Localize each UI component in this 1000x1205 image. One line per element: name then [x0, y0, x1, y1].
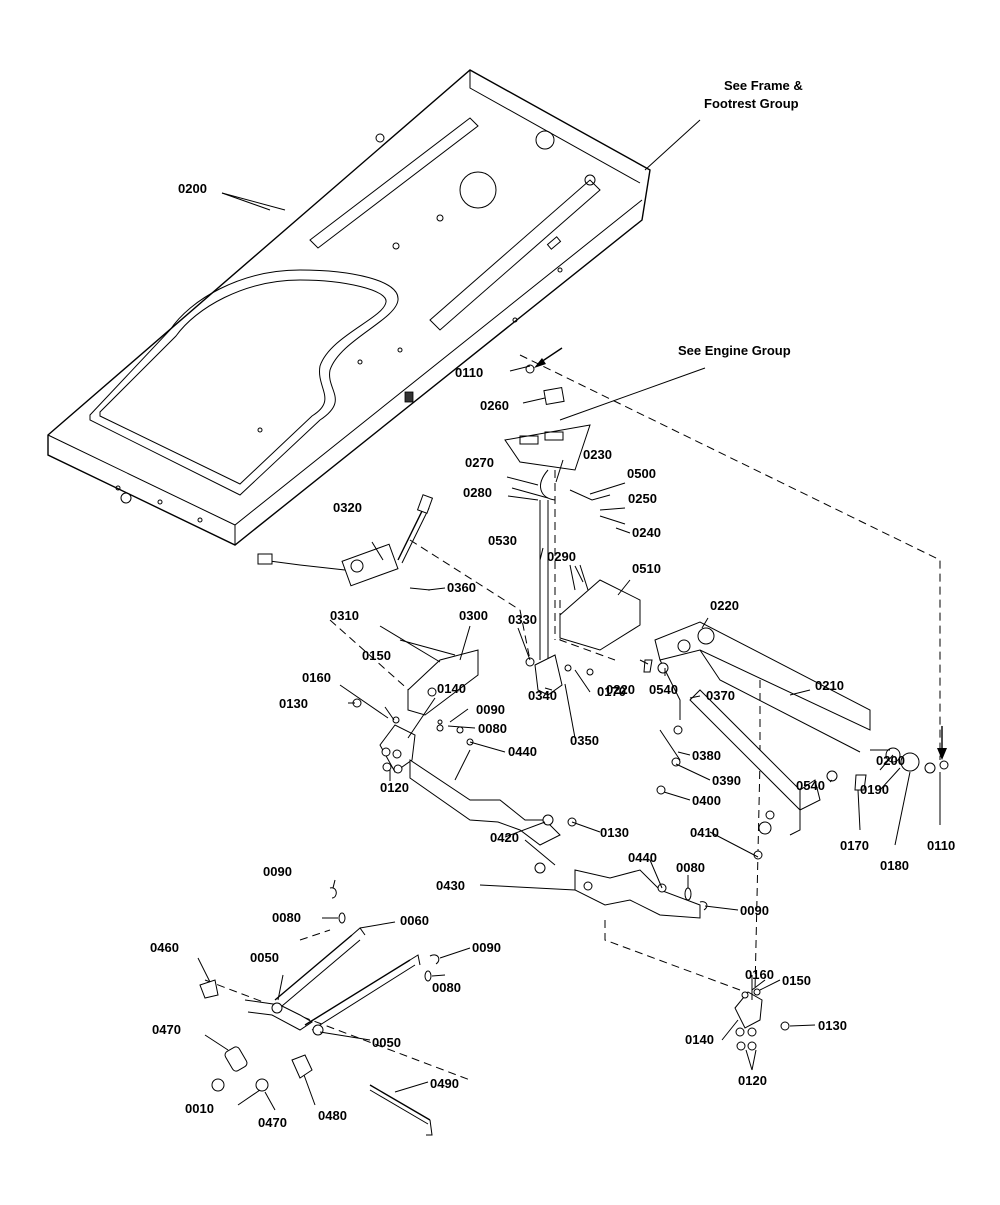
part-label: 0410 — [690, 825, 719, 840]
part-label: 0470 — [258, 1115, 287, 1130]
part-label: 0110 — [927, 838, 955, 853]
part-label: 0010 — [185, 1101, 214, 1116]
part-label: 0300 — [459, 608, 488, 623]
part-label: 0350 — [570, 733, 599, 748]
seat-bracket — [559, 564, 641, 661]
control-motor — [257, 494, 434, 591]
part-label: 0190 — [860, 782, 889, 797]
lower-linkage — [656, 689, 821, 860]
part-label: 0090 — [263, 864, 292, 879]
part-label: 0540 — [796, 778, 825, 793]
engine-note: See Engine Group — [678, 343, 791, 358]
part-label: 0370 — [706, 688, 735, 703]
part-label: 0140 — [685, 1032, 714, 1047]
arrows — [534, 347, 947, 760]
center-pivot — [525, 654, 594, 696]
part-label: 0400 — [692, 793, 721, 808]
part-label: 0460 — [150, 940, 179, 955]
part-label: 0440 — [628, 850, 657, 865]
part-label: 0140 — [437, 681, 466, 696]
frame-note-leader — [644, 119, 701, 171]
part-label: 0230 — [583, 447, 612, 462]
part-label: 0090 — [740, 903, 769, 918]
part-label: 0090 — [472, 940, 501, 955]
engine-note-leader — [559, 367, 706, 421]
part-label: 0120 — [380, 780, 409, 795]
part-label: 0170 — [840, 838, 869, 853]
left-pivot — [352, 698, 416, 774]
part-label: 0130 — [279, 696, 308, 711]
part-label: 0080 — [478, 721, 507, 736]
part-label: 0260 — [480, 398, 509, 413]
engine-parts — [504, 364, 626, 660]
part-label: 0440 — [508, 744, 537, 759]
part-label: 0220 — [606, 682, 635, 697]
part-label: 0210 — [815, 678, 844, 693]
part-labels: 0200 0110 0260 0270 0230 0500 0280 0250 … — [150, 181, 955, 1130]
part-label: 0130 — [600, 825, 629, 840]
bracket — [399, 639, 479, 716]
part-label: 0390 — [712, 773, 741, 788]
part-label: 0430 — [436, 878, 465, 893]
frame-plate — [47, 69, 651, 546]
part-label: 0270 — [465, 455, 494, 470]
part-label: 0360 — [447, 580, 476, 595]
lift-assembly — [199, 887, 440, 1136]
part-label: 0540 — [649, 682, 678, 697]
part-label: 0200 — [876, 753, 905, 768]
upper-link-rod — [409, 719, 701, 919]
part-label: 0110 — [455, 365, 483, 380]
part-label: 0320 — [333, 500, 362, 515]
part-label: 0280 — [463, 485, 492, 500]
part-label: 0160 — [745, 967, 774, 982]
part-label: 0120 — [738, 1073, 767, 1088]
part-label: 0180 — [880, 858, 909, 873]
part-label: 0380 — [692, 748, 721, 763]
leader-lines — [197, 192, 941, 1111]
right-small-parts — [436, 724, 708, 911]
part-label: 0080 — [676, 860, 705, 875]
part-label: 0240 — [632, 525, 661, 540]
part-label: 0290 — [547, 549, 576, 564]
part-label: 0340 — [528, 688, 557, 703]
part-label: 0150 — [782, 973, 811, 988]
right-pivot — [734, 975, 790, 1051]
part-label: 0090 — [476, 702, 505, 717]
part-label: 0150 — [362, 648, 391, 663]
part-label: 0200 — [178, 181, 207, 196]
part-label: 0050 — [372, 1035, 401, 1050]
part-label: 0050 — [250, 950, 279, 965]
part-label: 0480 — [318, 1108, 347, 1123]
part-label: 0250 — [628, 491, 657, 506]
part-label: 0470 — [152, 1022, 181, 1037]
part-label: 0080 — [272, 910, 301, 925]
part-label: 0490 — [430, 1076, 459, 1091]
part-label: 0160 — [302, 670, 331, 685]
part-label: 0330 — [508, 612, 537, 627]
part-label: 0530 — [488, 533, 517, 548]
part-label: 0500 — [627, 466, 656, 481]
part-label: 0420 — [490, 830, 519, 845]
part-label: 0170 — [597, 684, 626, 699]
frame-note-line1: See Frame & — [724, 78, 803, 93]
frame-note-line2: Footrest Group — [704, 96, 799, 111]
part-label: 0310 — [330, 608, 359, 623]
part-label: 0080 — [432, 980, 461, 995]
part-label: 0220 — [710, 598, 739, 613]
part-label: 0130 — [818, 1018, 847, 1033]
part-label: 0060 — [400, 913, 429, 928]
part-label: 0510 — [632, 561, 661, 576]
